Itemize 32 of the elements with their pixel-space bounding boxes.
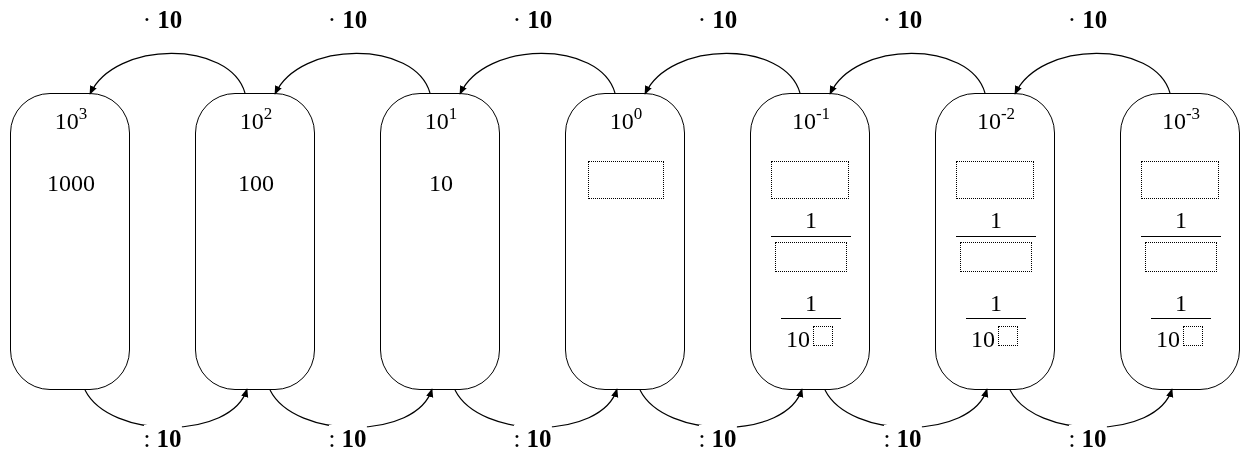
power-label: 10$^{-2}$ [976, 108, 1016, 134]
power-label: 10$^{2}$ [239, 108, 273, 134]
power-label: 10$^{-1}$ [791, 108, 831, 134]
number-text: 1 [990, 207, 1002, 233]
rounded-box [935, 93, 1055, 390]
number-text: 10 [429, 170, 453, 196]
number-text: 1 [1175, 207, 1187, 233]
number-text: 1 [990, 290, 1002, 316]
rounded-box [565, 93, 685, 390]
number-text: 10 [786, 326, 810, 352]
rounded-box [1120, 93, 1240, 390]
power-label: 10$^{3}$ [54, 108, 88, 134]
power-label: 10$^{-3}$ [1161, 108, 1201, 134]
number-text: 1 [1175, 290, 1187, 316]
arrow [1014, 52, 1171, 95]
arrow [829, 52, 986, 95]
power-label: 10$^{0}$ [609, 108, 643, 134]
number-text: 1000 [47, 170, 95, 196]
arrow [89, 52, 246, 95]
number-text: 10 [971, 326, 995, 352]
rounded-box [380, 93, 500, 390]
rounded-box [10, 93, 130, 390]
number-text: 1 [805, 290, 817, 316]
number-text: 10 [1156, 326, 1180, 352]
number-text: 1 [805, 207, 817, 233]
arrow [644, 52, 801, 95]
arrow [459, 52, 616, 95]
power-label: 10$^{1}$ [424, 108, 458, 134]
rounded-box [750, 93, 870, 390]
arrow [274, 52, 431, 95]
number-text: 100 [238, 170, 274, 196]
rounded-box [195, 93, 315, 390]
